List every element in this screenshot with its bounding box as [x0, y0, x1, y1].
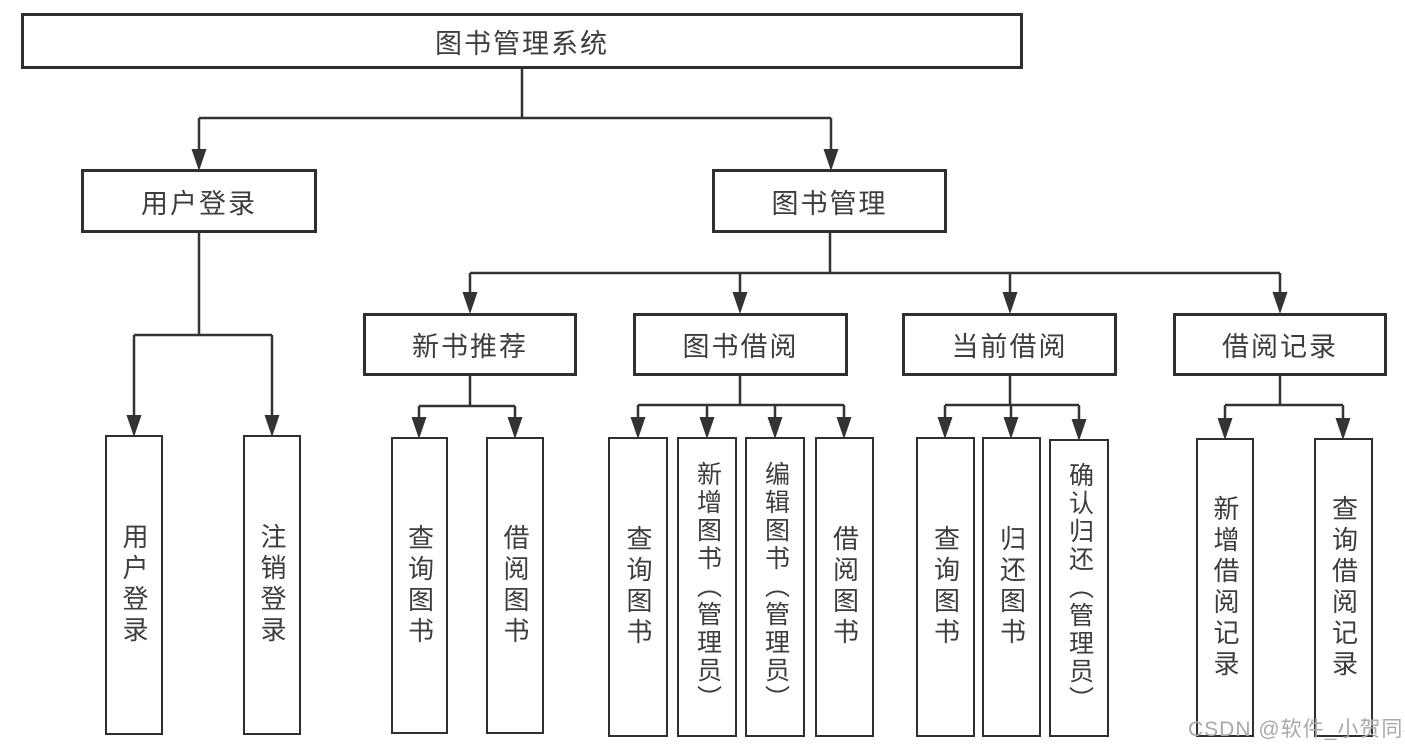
leaf-label: 查询借阅记录 — [1328, 494, 1359, 681]
leaf-return-books: 归还图书 — [982, 437, 1041, 737]
node-label: 新书推荐 — [412, 332, 528, 362]
leaf-borrow-books: 借阅图书 — [486, 437, 544, 734]
node-book-borrow: 图书借阅 — [633, 313, 848, 376]
node-label: 图书管理 — [771, 188, 888, 219]
node-label: 借阅记录 — [1222, 332, 1338, 362]
leaf-edit-books-admin: 编辑图书（管理员） — [745, 437, 805, 737]
node-label: 当前借阅 — [951, 332, 1068, 362]
leaf-add-borrow-record: 新增借阅记录 — [1196, 438, 1254, 737]
leaf-label: 新增图书（管理员） — [693, 461, 722, 713]
node-borrow-records: 借阅记录 — [1173, 313, 1387, 376]
leaf-label: 查询图书 — [404, 523, 435, 648]
leaf-query-borrow-record: 查询借阅记录 — [1314, 438, 1373, 737]
leaf-label: 查询图书 — [623, 525, 653, 649]
leaf-label: 用户登录 — [119, 523, 149, 647]
leaf-confirm-return-admin: 确认归还（管理员） — [1049, 439, 1109, 737]
leaf-label: 借阅图书 — [829, 525, 860, 649]
leaf-label: 注销登录 — [257, 523, 287, 647]
leaf-label: 新增借阅记录 — [1210, 494, 1240, 681]
leaf-add-books-admin: 新增图书（管理员） — [677, 437, 737, 737]
leaf-label: 查询图书 — [930, 525, 961, 649]
node-new-book-recommend: 新书推荐 — [363, 313, 577, 376]
csdn-watermark: CSDN @软件_小贺同学 — [1188, 718, 1405, 741]
leaf-label: 归还图书 — [996, 525, 1027, 649]
node-user-login: 用户登录 — [81, 169, 317, 233]
leaf-label: 编辑图书（管理员） — [761, 461, 790, 713]
node-current-borrow: 当前借阅 — [902, 313, 1117, 376]
leaf-label: 确认归还（管理员） — [1065, 462, 1094, 714]
leaf-logout-login: 注销登录 — [243, 435, 301, 735]
leaf-borrow-books: 借阅图书 — [815, 437, 874, 737]
leaf-query-books: 查询图书 — [391, 437, 448, 734]
leaf-label: 借阅图书 — [500, 523, 530, 648]
node-label: 图书管理系统 — [435, 28, 609, 59]
node-label: 图书借阅 — [682, 332, 799, 362]
node-book-management: 图书管理 — [712, 169, 947, 233]
leaf-query-books: 查询图书 — [608, 437, 668, 737]
node-root-system: 图书管理系统 — [21, 13, 1023, 69]
leaf-query-books: 查询图书 — [916, 437, 975, 737]
leaf-user-login: 用户登录 — [105, 435, 163, 735]
node-label: 用户登录 — [141, 188, 257, 219]
